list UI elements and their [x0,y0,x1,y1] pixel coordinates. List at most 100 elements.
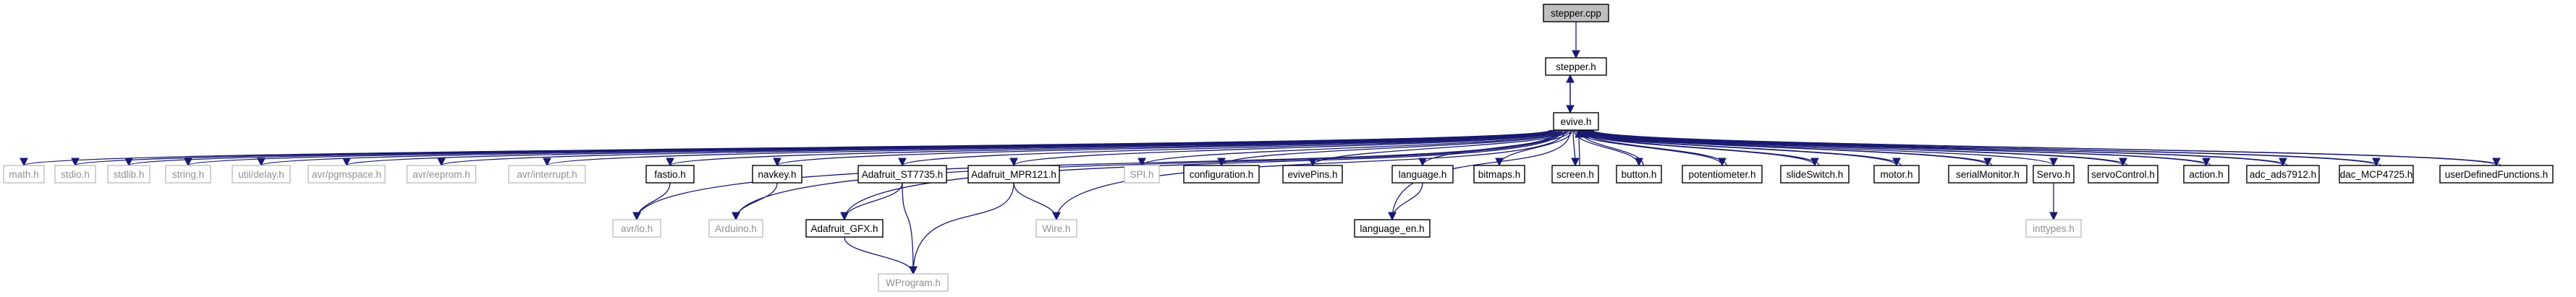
node-util-delay-h: util/delay.h [232,165,291,184]
node-language-h[interactable]: language.h [1391,165,1454,184]
node-dac-mcp4725-h[interactable]: dac_MCP4725.h [2339,165,2414,184]
node-box [1682,165,1763,184]
node-arduino-h: Arduino.h [708,219,763,238]
node-box [2033,165,2075,184]
edge-serialmonitor_h-to-evive_h [1580,129,1993,166]
node-label: SPI.h [1130,169,1153,180]
node-box [1780,165,1850,184]
edge-evive_h-to-language_en_h [1388,129,1571,221]
node-label: string.h [172,169,204,180]
node-label: Adafruit_MPR121.h [971,169,1056,180]
node-label: screen.h [1556,169,1594,180]
node-label: Adafruit_GFX.h [810,223,878,234]
node-servocontrol-h[interactable]: servoControl.h [2088,165,2158,184]
node-wprogram-h: WProgram.h [878,273,949,292]
node-box [2025,219,2082,238]
node-adafruit-gfx-h[interactable]: Adafruit_GFX.h [805,219,884,238]
node-evivepins-h[interactable]: evivePins.h [1282,165,1343,184]
node-label: serialMonitor.h [1956,169,2020,180]
edge-evive_h-to-screen_h [1571,129,1580,167]
node-label: motor.h [1880,169,1912,180]
node-stdio-h: stdio.h [54,165,96,184]
node-label: inttypes.h [2033,223,2075,234]
node-adc-ads7912-h[interactable]: adc_ads7912.h [2246,165,2320,184]
edge-screen_h-to-evive_h [1575,129,1583,166]
node-avr-pgmspace-h: avr/pgmspace.h [308,165,386,184]
edge-evive_h-to-language_h [1418,129,1572,167]
edge-language_h-to-language_en_h [1388,182,1423,221]
node-label: fastio.h [654,169,686,180]
node-configuration-h[interactable]: configuration.h [1183,165,1260,184]
node-label: Adafruit_ST7735.h [862,169,944,180]
node-box [1354,219,1431,238]
edge-adc_ads7912_h-to-evive_h [1585,129,2288,166]
node-screen-h[interactable]: screen.h [1551,165,1599,184]
node-box [1545,57,1607,76]
node-bitmaps-h[interactable]: bitmaps.h [1473,165,1525,184]
edge-fastio_h-to-avr_io_h [632,182,671,221]
node-box [107,165,151,184]
node-adafruit-st7735-h[interactable]: Adafruit_ST7735.h [857,165,947,184]
edge-adafruit_st7735_h-to-wprogram_h [902,182,918,275]
edge-evive_h-to-adafruit_mpr121_h [1009,129,1565,167]
node-adafruit-mpr121-h[interactable]: Adafruit_MPR121.h [967,165,1060,184]
node-fastio-h[interactable]: fastio.h [645,165,695,184]
edge-evive_h-to-navkey_h [773,129,1562,167]
node-label: potentiometer.h [1688,169,1755,180]
node-label: evivePins.h [1287,169,1337,180]
node-label: language.h [1399,169,1447,180]
node-box [1873,165,1920,184]
node-stepper-cpp[interactable]: stepper.cpp [1543,4,1609,22]
node-label: avr/interrupt.h [517,169,577,180]
edge-adafruit_mpr121_h-to-wprogram_h [909,182,1014,275]
node-potentiometer-h[interactable]: potentiometer.h [1682,165,1763,184]
node-label: servoControl.h [2091,169,2155,180]
node-button-h[interactable]: button.h [1616,165,1662,184]
node-label: stdio.h [61,169,90,180]
edge-evive_h-to-adafruit_st7735_h [898,129,1564,167]
node-box [2183,165,2229,184]
node-servo-h[interactable]: Servo.h [2033,165,2075,184]
node-box [2439,165,2554,184]
node-label: userDefinedFunctions.h [2445,169,2549,180]
node-box [406,165,477,184]
node-label: util/delay.h [238,169,284,180]
node-box [2246,165,2320,184]
node-box [967,165,1060,184]
edge-evive_h-to-spi_h [1137,129,1567,167]
node-label: Servo.h [2037,169,2071,180]
node-label: avr/pgmspace.h [312,169,381,180]
node-slideswitch-h[interactable]: slideSwitch.h [1780,165,1850,184]
edge-evive_h-to-fastio_h [666,129,1560,167]
node-box [805,219,884,238]
node-box [1553,112,1599,131]
node-box [1543,4,1609,22]
edge-userdefinedfunctions_h-to-evive_h [1588,129,2501,166]
node-box [878,273,949,292]
node-action-h[interactable]: action.h [2183,165,2229,184]
node-serialmonitor-h[interactable]: serialMonitor.h [1948,165,2028,184]
node-navkey-h[interactable]: navkey.h [752,165,802,184]
node-stdlib-h: stdlib.h [107,165,151,184]
node-label: navkey.h [758,169,796,180]
node-math-h: math.h [3,165,45,184]
edges-layer [20,22,2501,275]
node-label: avr/io.h [621,223,653,234]
node-evive-h[interactable]: evive.h [1553,112,1599,131]
node-label: language_en.h [1360,223,1424,234]
node-box [1473,165,1525,184]
node-userdefinedfunctions-h[interactable]: userDefinedFunctions.h [2439,165,2554,184]
node-box [2339,165,2414,184]
edge-dac_mcp4725_h-to-evive_h [1587,129,2381,166]
node-motor-h[interactable]: motor.h [1873,165,1920,184]
node-language-en-h[interactable]: language_en.h [1354,219,1431,238]
edge-evive_h-to-configuration_h [1217,129,1569,167]
node-label: stepper.h [1556,61,1596,72]
edge-evive_h-to-evivepins_h [1308,129,1570,167]
node-label: stdlib.h [114,169,145,180]
node-box [308,165,386,184]
node-label: math.h [9,169,38,180]
node-avr-eeprom-h: avr/eeprom.h [406,165,477,184]
node-stepper-h[interactable]: stepper.h [1545,57,1607,76]
